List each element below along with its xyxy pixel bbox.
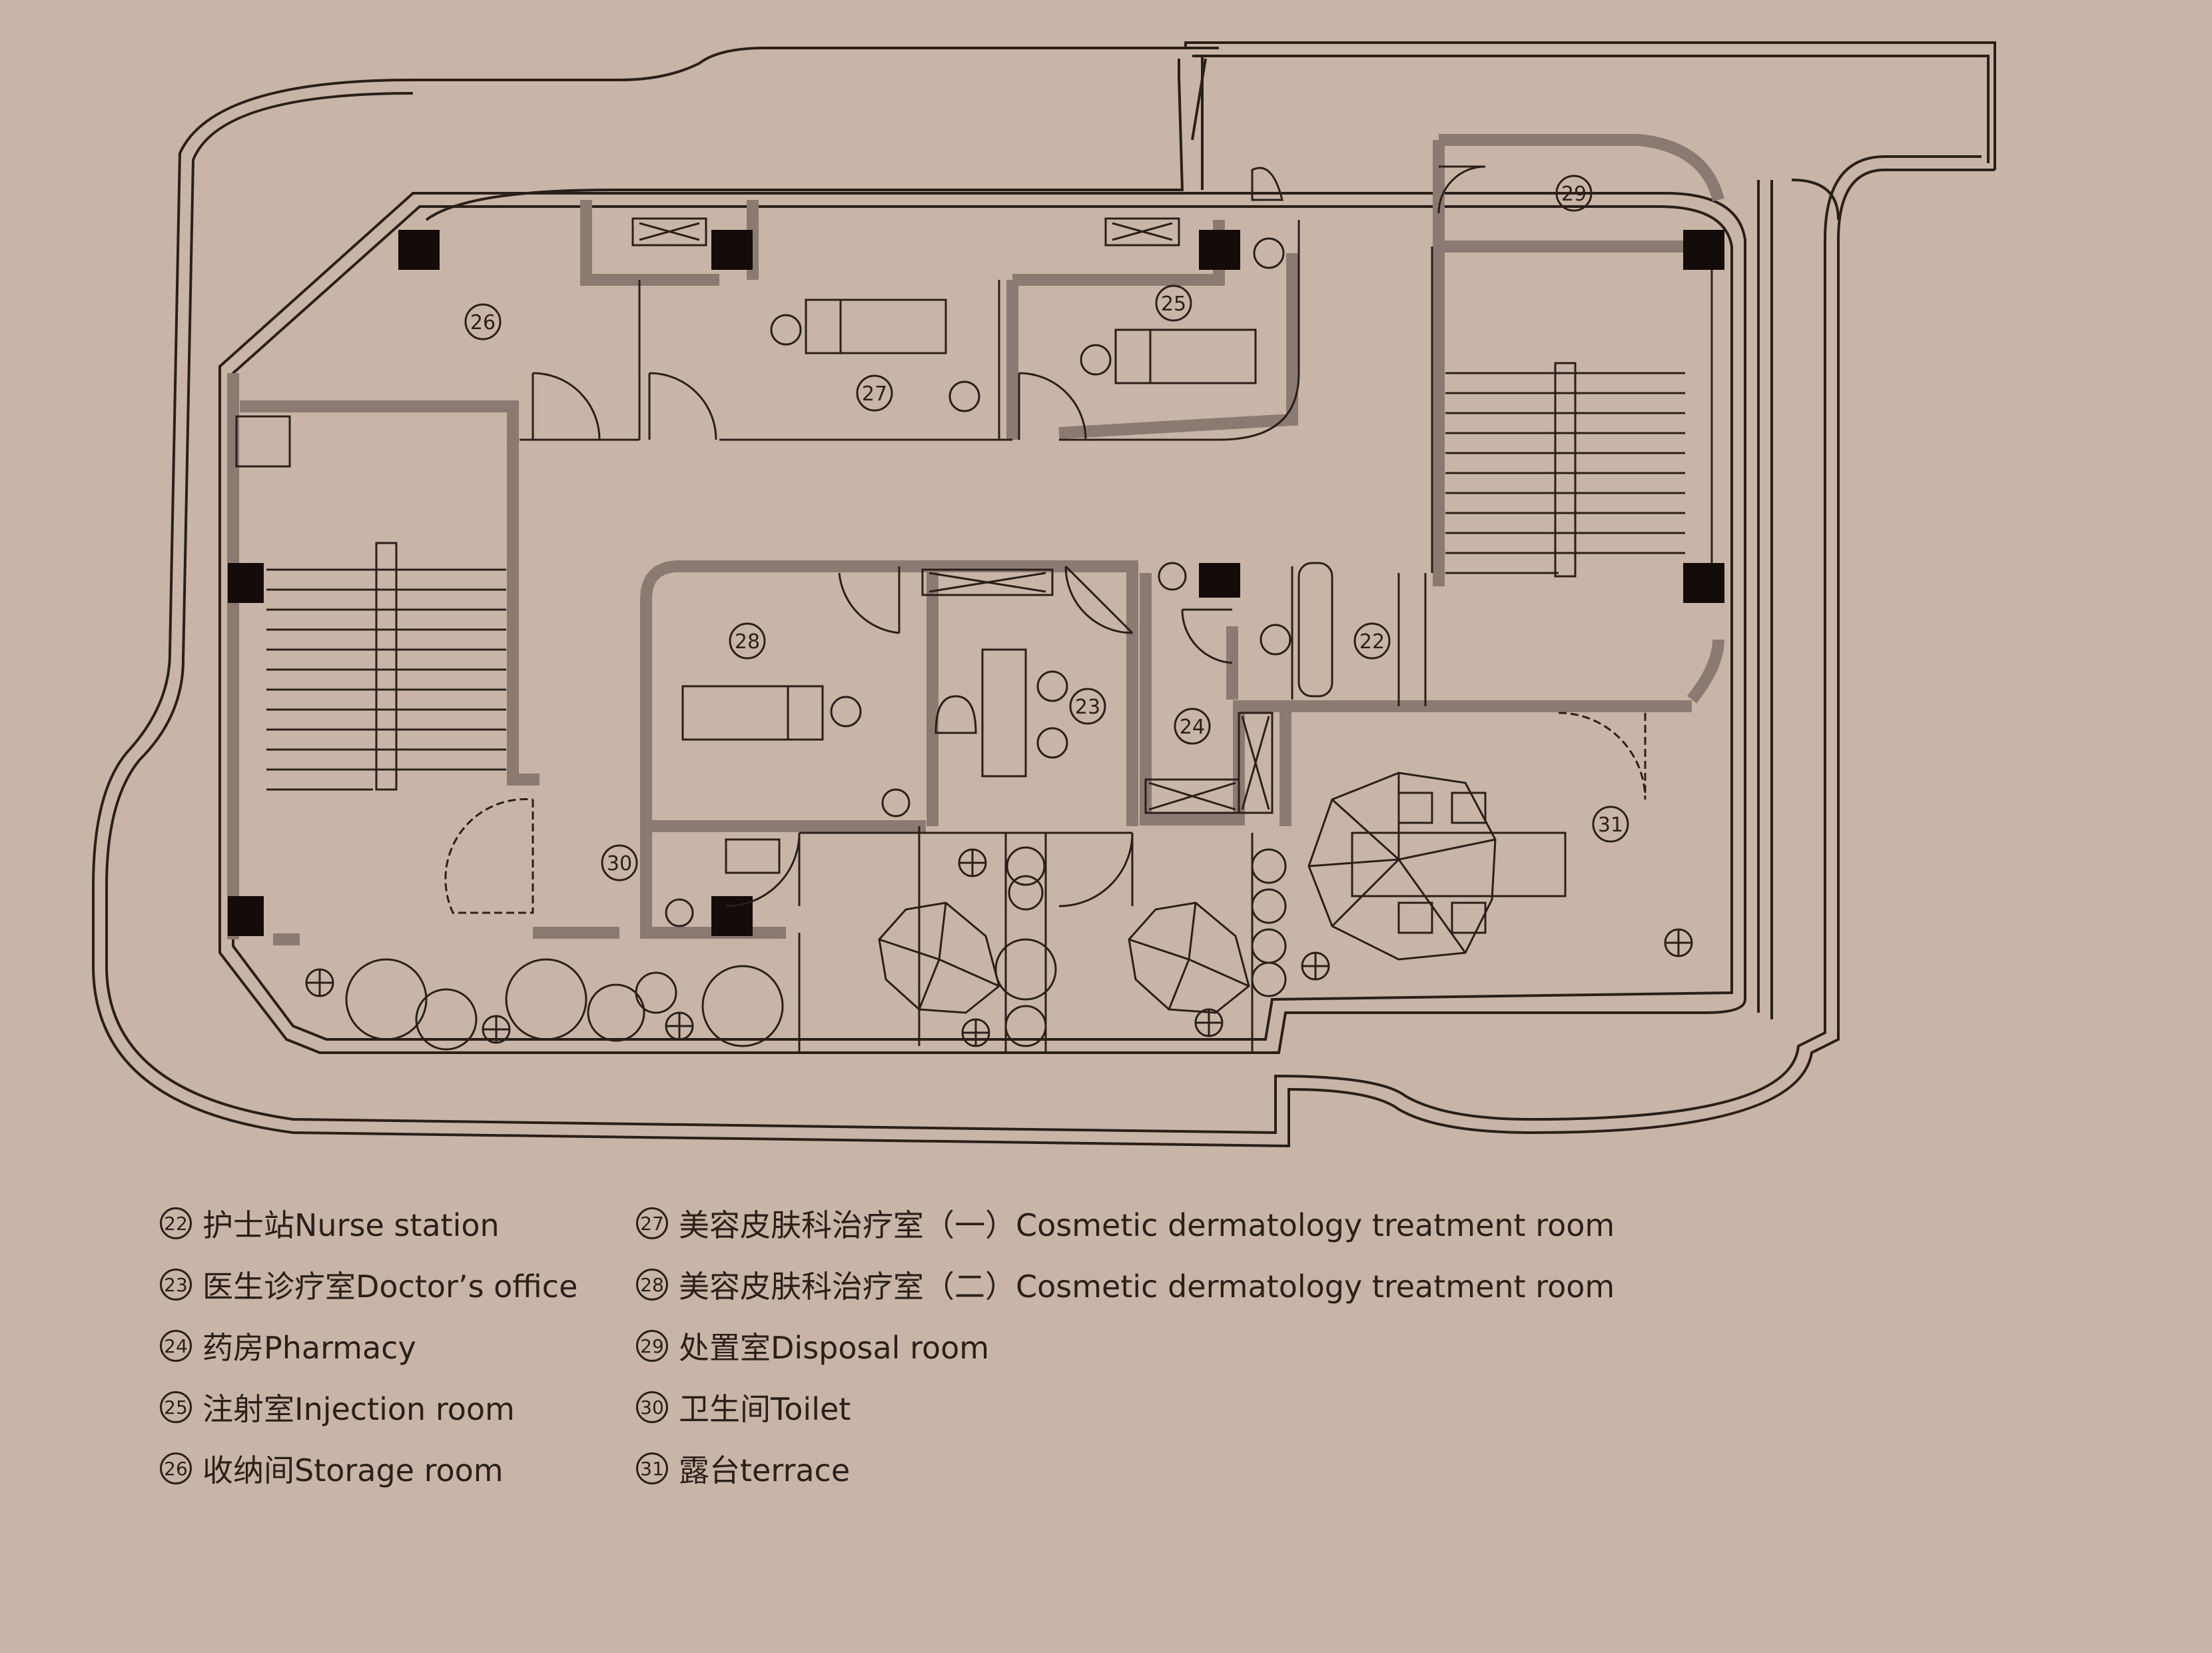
legend-column-left: 22 护士站Nurse station 23 医生诊疗室Doctor’s off… (160, 1193, 577, 1499)
legend-item: 22 护士站Nurse station (160, 1193, 577, 1254)
legend-text: 美容皮肤科治疗室（二）Cosmetic dermatology treatmen… (679, 1269, 1615, 1305)
legend: 22 护士站Nurse station 23 医生诊疗室Doctor’s off… (160, 1193, 1692, 1512)
legend-item: 27 美容皮肤科治疗室（一）Cosmetic dermatology treat… (636, 1193, 1615, 1254)
interior-walls (227, 134, 1724, 945)
room-26-label: 26 (470, 311, 496, 334)
legend-number: 29 (636, 1330, 668, 1362)
legend-text: 美容皮肤科治疗室（一）Cosmetic dermatology treatmen… (679, 1207, 1615, 1243)
legend-item: 28 美容皮肤科治疗室（二）Cosmetic dermatology treat… (636, 1254, 1615, 1315)
room-lines (520, 220, 1713, 1053)
legend-item: 29 处置室Disposal room (636, 1315, 1615, 1377)
legend-item: 26 收纳间Storage room (160, 1438, 577, 1499)
legend-column-right: 27 美容皮肤科治疗室（一）Cosmetic dermatology treat… (636, 1193, 1615, 1499)
legend-number: 30 (636, 1391, 668, 1423)
legend-number: 24 (160, 1330, 192, 1362)
room-31-label: 31 (1598, 814, 1623, 837)
room-labels (464, 175, 1629, 881)
legend-item: 23 医生诊疗室Doctor’s office (160, 1254, 577, 1315)
room-23-label: 23 (1075, 696, 1100, 719)
stairs-left (266, 542, 506, 791)
legend-item: 25 注射室Injection room (160, 1377, 577, 1438)
outer-outline (92, 41, 1996, 1148)
room-22-label: 22 (1359, 630, 1385, 654)
room-24-label: 24 (1180, 716, 1205, 739)
plants (305, 846, 1693, 1051)
legend-text: 收纳间Storage room (202, 1452, 504, 1488)
structural-columns (228, 230, 1724, 936)
legend-item: 24 药房Pharmacy (160, 1315, 577, 1377)
legend-number: 23 (160, 1269, 192, 1301)
room-25-label: 25 (1161, 292, 1186, 316)
room-27-label: 27 (862, 382, 887, 406)
room-29-label: 29 (1561, 183, 1587, 206)
legend-number: 22 (160, 1207, 192, 1239)
stairs-right (1445, 362, 1685, 578)
legend-text: 注射室Injection room (202, 1391, 515, 1427)
legend-text: 卫生间Toilet (679, 1391, 851, 1427)
legend-text: 露台terrace (679, 1452, 851, 1488)
legend-item: 30 卫生间Toilet (636, 1377, 1615, 1438)
legend-text: 处置室Disposal room (679, 1330, 990, 1366)
legend-text: 药房Pharmacy (202, 1330, 416, 1366)
legend-text: 护士站Nurse station (202, 1207, 500, 1243)
room-28-label: 28 (735, 630, 760, 654)
legend-item: 31 露台terrace (636, 1438, 1615, 1499)
legend-number: 31 (636, 1452, 668, 1484)
room-30-label: 30 (607, 852, 632, 875)
legend-text: 医生诊疗室Doctor’s office (202, 1269, 578, 1305)
legend-number: 27 (636, 1207, 668, 1239)
doors (444, 165, 1647, 914)
legend-number: 26 (160, 1452, 192, 1484)
furniture (235, 167, 1333, 927)
legend-number: 25 (160, 1391, 192, 1423)
legend-number: 28 (636, 1269, 668, 1301)
terrace-umbrella (878, 772, 1567, 1014)
